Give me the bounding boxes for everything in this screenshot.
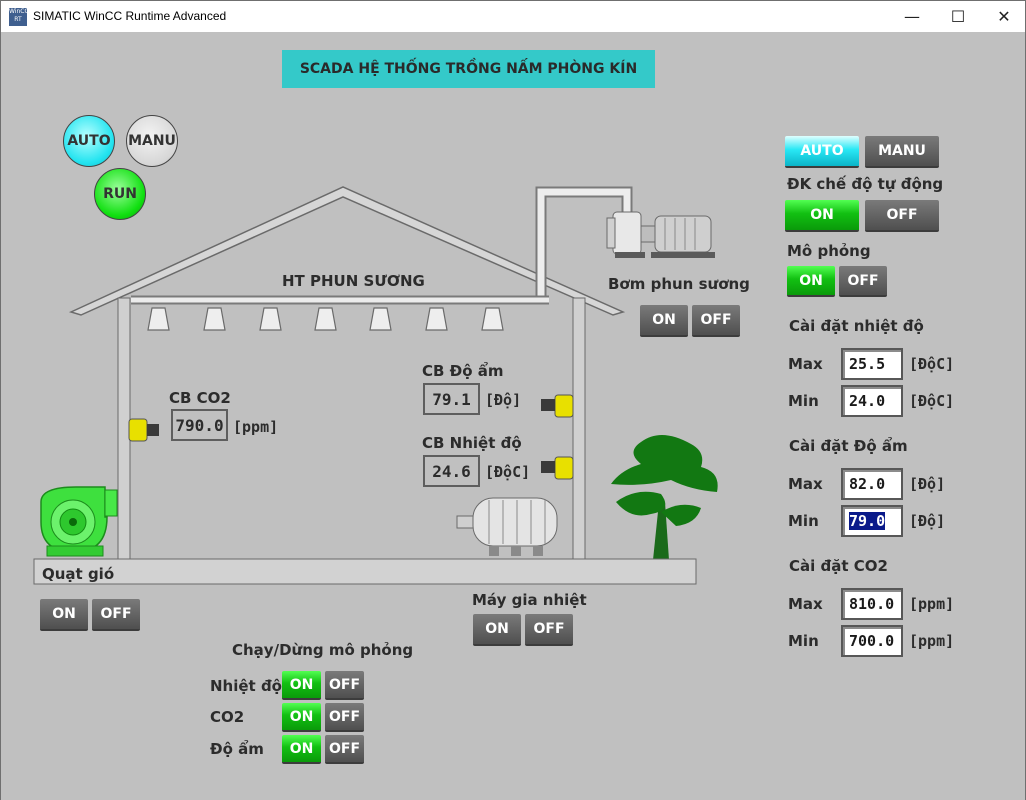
auto-indicator: AUTO — [63, 115, 115, 167]
temperature-min-unit: [ĐộC] — [909, 392, 955, 410]
spray-system-label: HT PHUN SƯƠNG — [282, 272, 425, 290]
humidity-sensor-label: CB Độ ẩm — [422, 362, 504, 380]
floor-slab — [33, 558, 697, 585]
co2-sensor-value: 790.0 — [171, 409, 228, 441]
sim-co2-off-button[interactable]: OFF — [325, 703, 364, 732]
heater-on-button[interactable]: ON — [473, 614, 521, 646]
temperature-max-label: Max — [788, 355, 823, 373]
co2-sensor-label: CB CO2 — [169, 389, 231, 407]
spray-pump-graphic — [606, 211, 715, 258]
temperature-sensor-unit: [ĐộC] — [485, 463, 531, 481]
hmi-screen: SCADA HỆ THỐNG TRỒNG NẤM PHÒNG KÍN AUTO … — [1, 32, 1025, 800]
temperature-sensor-graphic — [541, 456, 574, 480]
manu-mode-button[interactable]: MANU — [865, 136, 939, 168]
temperature-max-unit: [ĐộC] — [909, 355, 955, 373]
humidity-sensor-graphic — [541, 394, 574, 418]
co2-sensor-unit: [ppm] — [233, 418, 279, 436]
auto-control-label: ĐK chế độ tự động — [787, 175, 944, 193]
humidity-max-unit: [Độ] — [909, 475, 946, 493]
heater-label: Máy gia nhiệt — [472, 591, 587, 609]
fan-label: Quạt gió — [42, 565, 115, 583]
co2-max-input[interactable]: 810.0 — [841, 588, 903, 620]
fan-on-button[interactable]: ON — [40, 599, 88, 631]
fan-graphic — [40, 486, 118, 557]
spray-nozzles — [147, 307, 504, 331]
temperature-sensor-value: 24.6 — [423, 455, 480, 487]
humidity-sensor-unit: [Độ] — [485, 391, 522, 409]
co2-sensor-graphic — [128, 418, 159, 442]
co2-max-unit: [ppm] — [909, 595, 955, 613]
simulation-label: Mô phỏng — [787, 242, 871, 260]
humidity-min-unit: [Độ] — [909, 512, 946, 530]
title-bar: WinCC RT SIMATIC WinCC Runtime Advanced … — [1, 1, 1025, 32]
heater-graphic — [456, 497, 558, 556]
sim-row-temperature-label: Nhiệt độ — [210, 677, 282, 695]
co2-max-label: Max — [788, 595, 823, 613]
humidity-max-input[interactable]: 82.0 — [841, 468, 903, 500]
auto-control-on-button[interactable]: ON — [785, 200, 859, 232]
spray-pump-off-button[interactable]: OFF — [692, 305, 740, 337]
sim-humidity-off-button[interactable]: OFF — [325, 735, 364, 764]
auto-mode-button[interactable]: AUTO — [785, 136, 859, 168]
run-indicator: RUN — [94, 168, 146, 220]
humidity-sensor-value: 79.1 — [423, 383, 480, 415]
left-wall — [117, 297, 131, 561]
fan-off-button[interactable]: OFF — [92, 599, 140, 631]
sim-temperature-off-button[interactable]: OFF — [325, 671, 364, 700]
temperature-max-input[interactable]: 25.5 — [841, 348, 903, 380]
temperature-min-input[interactable]: 24.0 — [841, 385, 903, 417]
manu-indicator: MANU — [126, 115, 178, 167]
spray-pipe — [537, 188, 631, 300]
auto-control-off-button[interactable]: OFF — [865, 200, 939, 232]
roof — [68, 186, 626, 316]
right-wall — [572, 297, 586, 561]
humidity-settings-title: Cài đặt Độ ẩm — [789, 437, 908, 455]
co2-min-input[interactable]: 700.0 — [841, 625, 903, 657]
temperature-sensor-label: CB Nhiệt độ — [422, 434, 522, 452]
spray-pump-on-button[interactable]: ON — [640, 305, 688, 337]
heater-off-button[interactable]: OFF — [525, 614, 573, 646]
maximize-button[interactable]: ☐ — [950, 7, 966, 26]
sim-row-co2-label: CO2 — [210, 708, 245, 726]
sim-row-humidity-label: Độ ẩm — [210, 740, 264, 758]
humidity-min-input[interactable]: 79.0 — [841, 505, 903, 537]
humidity-max-label: Max — [788, 475, 823, 493]
temperature-settings-title: Cài đặt nhiệt độ — [789, 317, 924, 335]
co2-min-unit: [ppm] — [909, 632, 955, 650]
co2-min-label: Min — [788, 632, 819, 650]
house-diagram — [33, 186, 718, 585]
page-title-banner: SCADA HỆ THỐNG TRỒNG NẤM PHÒNG KÍN — [282, 50, 655, 88]
minimize-button[interactable]: — — [904, 7, 920, 26]
window-title: SIMATIC WinCC Runtime Advanced — [33, 9, 227, 23]
sim-humidity-on-button[interactable]: ON — [282, 735, 321, 764]
spray-pump-label: Bơm phun sương — [608, 275, 750, 293]
temperature-min-label: Min — [788, 392, 819, 410]
sim-co2-on-button[interactable]: ON — [282, 703, 321, 732]
humidity-min-label: Min — [788, 512, 819, 530]
humidity-min-selected-text: 79.0 — [849, 512, 886, 530]
simulation-on-button[interactable]: ON — [787, 266, 835, 297]
co2-settings-title: Cài đặt CO2 — [789, 557, 888, 575]
wincc-app-icon: WinCC RT — [9, 8, 29, 26]
close-button[interactable]: ✕ — [997, 7, 1011, 26]
simulation-off-button[interactable]: OFF — [839, 266, 887, 297]
simulation-run-title: Chạy/Dừng mô phỏng — [232, 641, 414, 659]
sim-temperature-on-button[interactable]: ON — [282, 671, 321, 700]
tree-graphic — [611, 434, 718, 560]
